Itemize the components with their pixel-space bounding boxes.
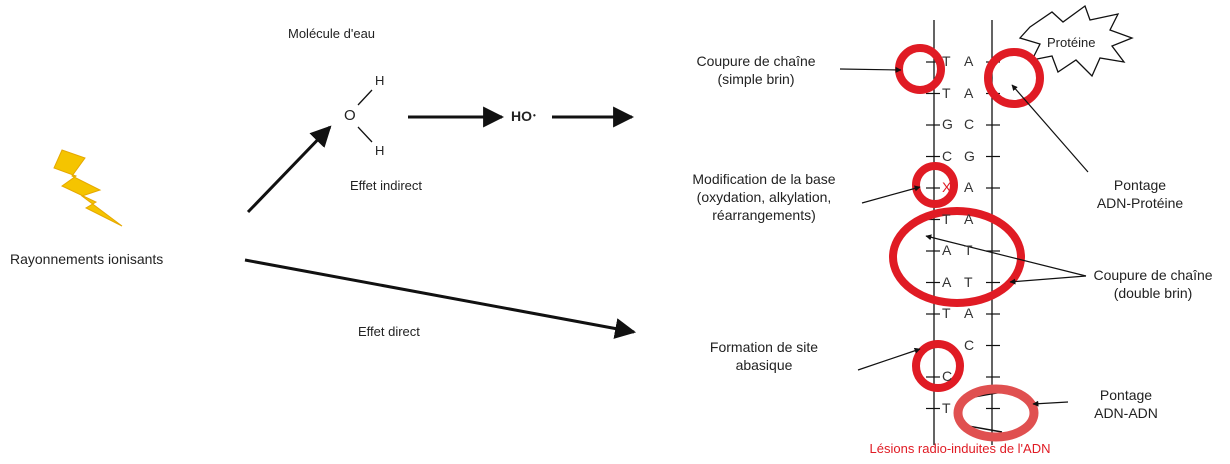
base-right: A: [964, 305, 976, 321]
base-right: A: [964, 210, 976, 227]
annotation-base-mod-detail-1: (oxydation, alkylation,: [696, 189, 832, 205]
hydroxyl-radical: HO•: [511, 107, 536, 125]
arrow-direct: [244, 258, 637, 339]
pointer-dna-dna: [1032, 400, 1069, 407]
annotation-base-mod-title: Modification de la base: [692, 171, 836, 187]
annotation-dna-dna-title: Pontage: [1099, 387, 1153, 403]
annotation-dna-protein-crosslink: Pontage ADN-Protéine: [1085, 176, 1195, 212]
annotation-double-strand-title: Coupure de chaîne: [1093, 267, 1213, 283]
pointer-single-strand: [839, 66, 902, 73]
bond-o-h2: [357, 126, 373, 143]
base-left: C: [942, 368, 955, 384]
base-left: T: [942, 399, 953, 416]
atom-hydrogen-bottom: H: [375, 143, 385, 158]
annotation-single-strand-break: Coupure de chaîne (simple brin): [680, 52, 832, 88]
source-label: Rayonnements ionisants: [10, 251, 164, 267]
base-right: A: [964, 84, 976, 101]
base-left: T: [942, 84, 953, 101]
base-right: T: [964, 273, 975, 290]
lesion-dna-dna: [953, 384, 1039, 442]
radical-dot: •: [533, 111, 536, 120]
protein-label: Protéine: [1047, 35, 1096, 50]
annotation-abasic-title: Formation de site: [709, 339, 819, 355]
lightning-icon: [53, 149, 123, 227]
pointer-dna-protein: [1011, 84, 1089, 173]
annotation-dna-protein-detail: ADN-Protéine: [1096, 195, 1184, 211]
annotation-single-strand-detail: (simple brin): [717, 71, 795, 87]
lesion-single-strand: [895, 44, 945, 94]
base-left: T: [942, 305, 953, 321]
annotation-single-strand-title: Coupure de chaîne: [696, 53, 816, 69]
annotation-base-modification: Modification de la base (oxydation, alky…: [664, 170, 864, 224]
lesion-dna-protein: [984, 48, 1044, 108]
bond-o-h1: [357, 89, 373, 106]
base-left: T: [942, 53, 953, 69]
annotation-dna-dna-detail: ADN-ADN: [1094, 405, 1158, 421]
pointer-double-strand-lower: [1009, 275, 1087, 285]
pointer-base-modification: [861, 185, 921, 204]
base-left: A: [942, 242, 954, 258]
base-left: A: [942, 273, 954, 290]
base-right: G: [964, 147, 977, 164]
lesion-base-modification: [912, 162, 958, 208]
indirect-effect-label: Effet indirect: [350, 178, 423, 193]
base-right: C: [964, 116, 977, 132]
base-right: C: [964, 336, 977, 353]
dna-lesions-caption: Lésions radio-induites de l'ADN: [869, 441, 1051, 456]
annotation-dna-dna-crosslink: Pontage ADN-ADN: [1076, 386, 1176, 422]
base-left: T: [942, 210, 953, 227]
atom-oxygen: O: [344, 107, 356, 124]
water-molecule-title: Molécule d'eau: [288, 26, 376, 41]
base-right: A: [964, 179, 976, 195]
pointer-double-strand-upper: [925, 234, 1087, 277]
base-left: X: [942, 179, 954, 195]
lesion-abasic-site: [912, 340, 964, 392]
annotation-dna-protein-title: Pontage: [1113, 177, 1167, 193]
hydroxyl-radical-formula: HO: [511, 108, 532, 124]
base-left: G: [942, 116, 955, 132]
atom-hydrogen-top: H: [375, 73, 385, 88]
arrow-indirect-up: [246, 125, 332, 214]
direct-effect-label: Effet direct: [358, 324, 420, 339]
base-left: C: [942, 147, 955, 164]
annotation-abasic-detail: abasique: [735, 357, 793, 373]
dna-rungs: [926, 61, 1000, 410]
annotation-base-mod-detail-2: réarrangements): [712, 207, 816, 223]
annotation-double-strand-detail: (double brin): [1113, 285, 1193, 301]
base-right: T: [964, 242, 975, 258]
annotation-abasic-site: Formation de site abasique: [680, 338, 848, 374]
pointer-abasic-site: [857, 347, 921, 371]
annotation-double-strand-break: Coupure de chaîne (double brin): [1080, 266, 1226, 302]
base-right: A: [964, 53, 976, 69]
lesion-double-strand: [889, 207, 1025, 307]
